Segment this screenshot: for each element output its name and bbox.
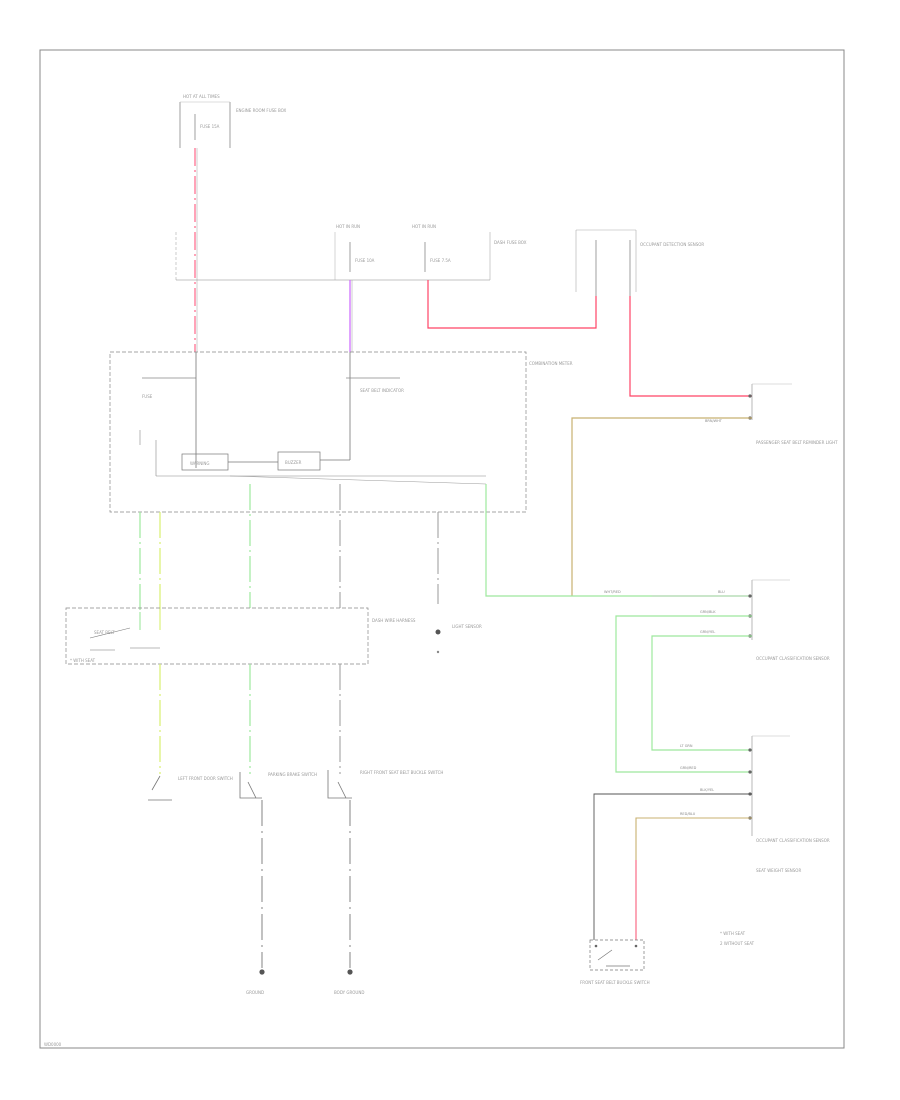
- fuse-top-label: FUSE 15A: [200, 124, 220, 129]
- wire-label-w2: GRN/BLK: [700, 610, 716, 614]
- legend-item2: 2 WITHOUT SEAT: [720, 941, 755, 946]
- passenger-indicator-label: PASSENGER SEAT BELT REMINDER LIGHT: [756, 440, 838, 445]
- parking-brake-label: PARKING BRAKE SWITCH: [268, 772, 317, 777]
- legend-item1: * WITH SEAT: [720, 931, 746, 936]
- legend-bottom-left: * WITH SEAT: [70, 658, 96, 663]
- occ-class1-label: OCCUPANT CLASSIFICATION SENSOR: [756, 656, 830, 661]
- occupant-sensor: OCCUPANT DETECTION SENSOR: [575, 229, 704, 296]
- wire-tan: [571, 417, 752, 596]
- ground-right-label: BODY GROUND: [334, 990, 364, 995]
- switch-rh-buckle: RIGHT FRONT SEAT BELT BUCKLE SWITCH: [327, 770, 443, 799]
- wire-red-fuse-occupant: [427, 280, 597, 329]
- diagram-border: [39, 49, 845, 1049]
- seat-weight-label: SEAT WEIGHT SENSOR: [756, 868, 801, 873]
- wire-green-3: [651, 635, 752, 751]
- buckle-bottom-label: FRONT SEAT BELT BUCKLE SWITCH: [580, 980, 650, 985]
- wire-label-w7: BRN/WHT: [705, 419, 723, 423]
- light-sensor-label: LIGHT SENSOR: [452, 624, 482, 629]
- wire-tan-pink-buckle: [635, 817, 752, 940]
- combination-meter-label: COMBINATION METER: [529, 361, 573, 366]
- top-fuse-group: HOT AT ALL TIMES FUSE 15A ENGINE ROOM FU…: [179, 94, 287, 148]
- wire-label-w6: BLK/YEL: [700, 788, 714, 792]
- rh-buckle-label: RIGHT FRONT SEAT BELT BUCKLE SWITCH: [360, 770, 443, 775]
- dash-fuse-box-label: DASH FUSE BOX: [494, 240, 527, 245]
- buckle-switch-bottom: FRONT SEAT BELT BUCKLE SWITCH: [580, 939, 650, 985]
- occupant-sensor-label: OCCUPANT DETECTION SENSOR: [640, 242, 704, 247]
- wire-black-buckle: [593, 793, 752, 940]
- ground-left-label: GROUND: [246, 990, 264, 995]
- lh-switch-label: LEFT FRONT DOOR SWITCH: [178, 776, 233, 781]
- combination-meter: COMBINATION METER FUSE SEAT BELT INDICAT…: [109, 351, 573, 513]
- light-sensor: LIGHT SENSOR: [435, 624, 482, 654]
- wire-label-w9: RED/BLU: [680, 812, 696, 816]
- switch-parking-brake: PARKING BRAKE SWITCH: [239, 772, 317, 799]
- hot-run1-label: HOT IN RUN: [336, 224, 360, 229]
- legend-right: * WITH SEAT 2 WITHOUT SEAT: [720, 931, 755, 946]
- box-warning-label: WARNING: [190, 461, 210, 466]
- dash-wire-harness-label: DASH WIRE HARNESS: [372, 618, 416, 623]
- wire-label-w3: GRN/YEL: [700, 630, 715, 634]
- wire-label-w8: BLU: [718, 590, 725, 594]
- dash-harness-box: SEAT BELT DASH WIRE HARNESS * WITH SEAT: [65, 607, 416, 665]
- right-connector-1: PASSENGER SEAT BELT REMINDER LIGHT: [748, 383, 838, 445]
- occ-class2-label: OCCUPANT CLASSIFICATION SENSOR: [756, 838, 830, 843]
- switch-left-door: LEFT FRONT DOOR SWITCH: [148, 775, 233, 801]
- ground-left: GROUND: [246, 969, 265, 995]
- hot-at-all-times-label: HOT AT ALL TIMES: [183, 94, 220, 99]
- right-connector-3: OCCUPANT CLASSIFICATION SENSOR SEAT WEIG…: [748, 735, 830, 873]
- wire-label-w5: GRN/RED: [680, 766, 697, 770]
- fuse-a-label: FUSE 10A: [355, 258, 375, 263]
- box-buzzer-label: BUZZER: [285, 460, 302, 465]
- wire-label-w1: WHT/RED: [604, 590, 621, 594]
- cm-fuse-label: FUSE: [142, 394, 153, 399]
- wire-label-w4: LT GRN: [680, 744, 693, 748]
- seat-belt-label: SEAT BELT: [94, 630, 115, 635]
- wire-green-2: [615, 615, 752, 773]
- hot-run2-label: HOT IN RUN: [412, 224, 436, 229]
- cm-seat-belt-label: SEAT BELT INDICATOR: [360, 388, 404, 393]
- engine-fuse-box-label: ENGINE ROOM FUSE BOX: [236, 108, 287, 113]
- fuse-b-label: FUSE 7.5A: [430, 258, 451, 263]
- footer-code: WD0000: [44, 1042, 62, 1047]
- ground-right: BODY GROUND: [334, 969, 364, 995]
- right-connector-2: OCCUPANT CLASSIFICATION SENSOR: [748, 579, 830, 661]
- wire-red-occupant-down: [629, 296, 752, 397]
- dash-fuse-box: HOT IN RUN HOT IN RUN FUSE 10A FUSE 7.5A…: [175, 224, 527, 281]
